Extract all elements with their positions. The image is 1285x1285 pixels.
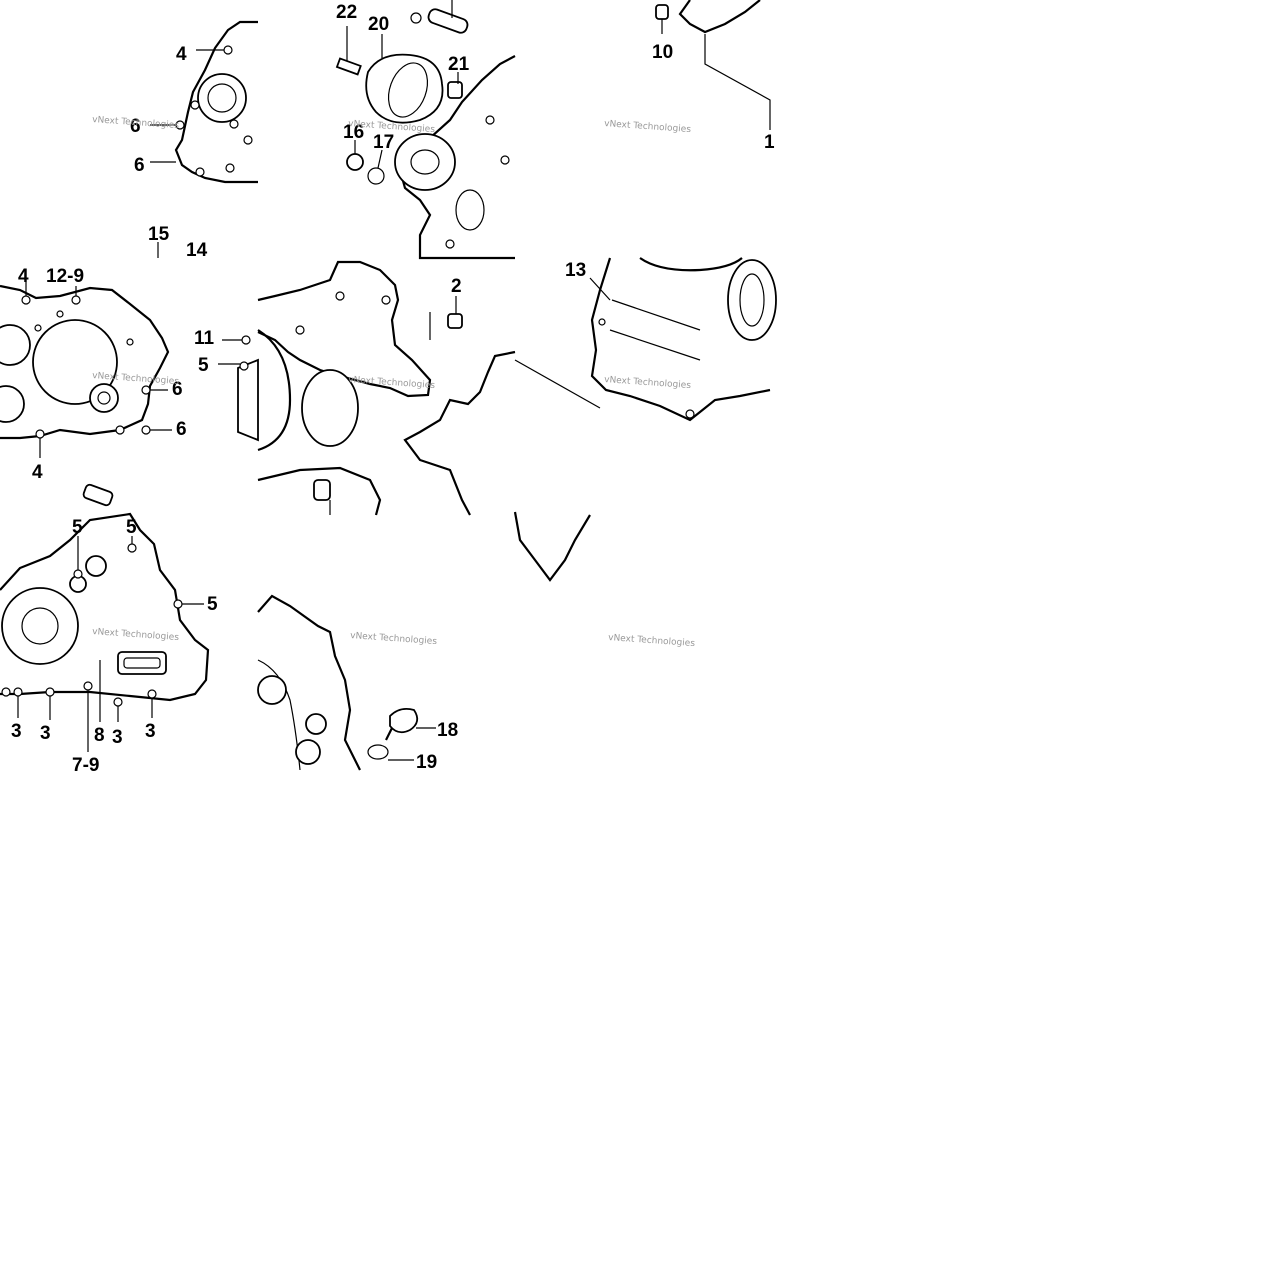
callout-3a: 3 bbox=[11, 721, 22, 742]
callout-6c: 6 bbox=[172, 379, 183, 400]
callout-16: 16 bbox=[343, 122, 364, 143]
callout-4a: 4 bbox=[176, 44, 187, 65]
callout-4c: 4 bbox=[32, 462, 43, 483]
callout-15: 15 bbox=[148, 224, 170, 245]
callout-17: 17 bbox=[373, 132, 394, 153]
cover-middle-left bbox=[0, 242, 172, 458]
cover-bottom-left bbox=[0, 483, 210, 752]
callout-4b: 4 bbox=[18, 266, 29, 287]
crankcase-top-right bbox=[655, 0, 771, 130]
callout-3c: 3 bbox=[112, 727, 123, 748]
cover-top-left bbox=[150, 20, 258, 184]
watermark-9: vNext Technologies bbox=[608, 633, 696, 649]
callout-18: 18 bbox=[437, 720, 458, 741]
watermark-8: vNext Technologies bbox=[350, 631, 438, 647]
callout-3d: 3 bbox=[145, 721, 156, 742]
callout-22: 22 bbox=[336, 2, 357, 23]
callout-11: 11 bbox=[194, 328, 215, 349]
watermark-7: vNext Technologies bbox=[92, 627, 180, 643]
cover-bottom-middle bbox=[257, 511, 591, 771]
callout-14: 14 bbox=[186, 240, 208, 261]
callout-21: 21 bbox=[448, 54, 470, 75]
callout-10: 10 bbox=[652, 42, 673, 63]
callout-6b: 6 bbox=[134, 155, 145, 176]
callout-6a: 6 bbox=[130, 116, 141, 137]
callout-12-9: 12-9 bbox=[46, 266, 84, 287]
crankcase-middle-right bbox=[589, 257, 777, 422]
callout-2: 2 bbox=[451, 276, 462, 297]
callout-5b: 5 bbox=[72, 517, 83, 538]
callout-8: 8 bbox=[94, 725, 105, 746]
crankcase-center bbox=[218, 260, 601, 516]
callout-5d: 5 bbox=[207, 594, 218, 615]
callout-7-9: 7-9 bbox=[72, 755, 99, 776]
watermark-6: vNext Technologies bbox=[604, 375, 692, 391]
callout-5a: 5 bbox=[198, 355, 209, 376]
callout-13: 13 bbox=[565, 260, 586, 281]
callout-20: 20 bbox=[368, 14, 389, 35]
crankcase-top-middle bbox=[335, 0, 516, 260]
callout-5c: 5 bbox=[126, 517, 137, 538]
callout-3b: 3 bbox=[40, 723, 51, 744]
callout-labels: 22 20 21 16 17 10 4 6 6 15 14 4 12-9 11 … bbox=[11, 2, 775, 776]
callout-19: 19 bbox=[416, 752, 437, 773]
callout-1: 1 bbox=[764, 132, 775, 153]
watermark-3: vNext Technologies bbox=[604, 119, 692, 135]
callout-6d: 6 bbox=[176, 419, 187, 440]
